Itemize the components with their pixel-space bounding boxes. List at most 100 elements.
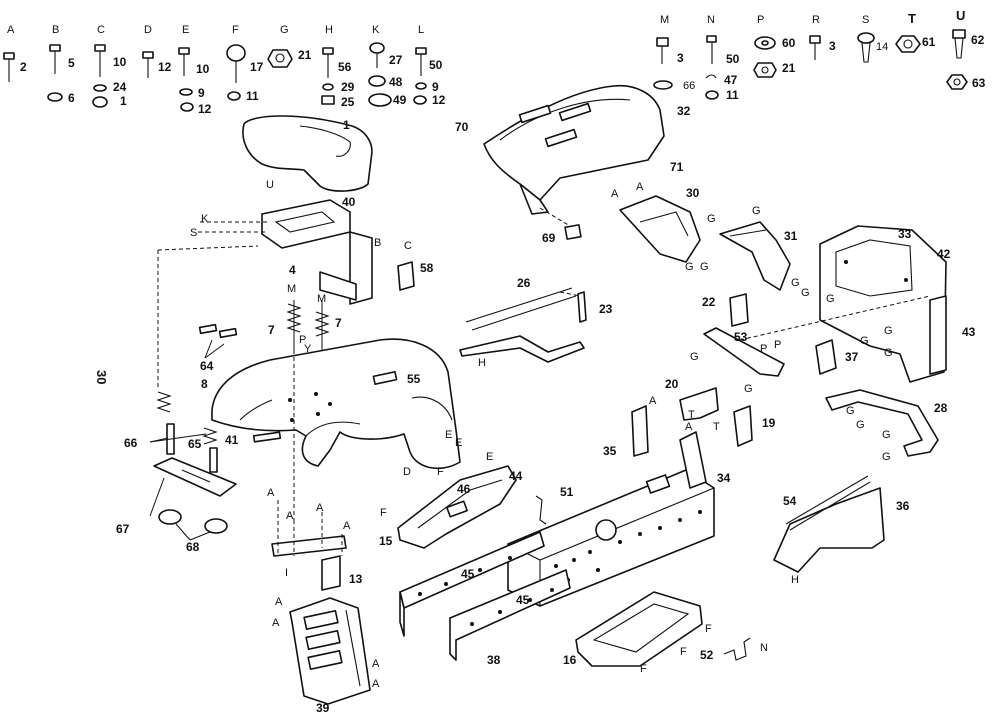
- hardware-letter-S: S: [862, 14, 869, 26]
- callout-13: 13: [349, 572, 363, 586]
- ref-B: B: [374, 237, 381, 249]
- callout-68: 68: [186, 540, 200, 554]
- callout-28: 28: [934, 401, 948, 415]
- washer-icon: [754, 36, 776, 50]
- callout-37: 23: [599, 302, 613, 316]
- ref-A: A: [267, 487, 275, 499]
- hardware-C-item-3: 1: [120, 94, 127, 108]
- pad: [218, 327, 238, 339]
- ref-G: G: [752, 205, 761, 217]
- page-number: 30: [94, 370, 109, 384]
- callout-45: 45: [461, 567, 475, 581]
- hardware-S-item-1: 14: [876, 41, 888, 53]
- side-rail-lower: [449, 569, 571, 661]
- hardware-F-item-2: 11: [246, 89, 259, 103]
- bracket-58: [397, 261, 415, 291]
- hardware-E-item-3: 12: [198, 102, 212, 116]
- callout-52: 52: [700, 648, 714, 662]
- ref-Y: Y: [304, 343, 312, 355]
- bolt-icon: [809, 35, 821, 60]
- callout-69: 69: [542, 231, 556, 245]
- callout-35: 35: [603, 444, 617, 458]
- lock-washer-icon: [705, 74, 717, 79]
- spring-plate: [319, 271, 357, 301]
- ref-G: G: [846, 405, 855, 417]
- clip-52: [723, 637, 751, 661]
- ref-A: A: [343, 520, 351, 532]
- hardware-letter-F: F: [232, 24, 239, 36]
- hardware-B-item-2: 6: [68, 91, 75, 105]
- callout-46: 46: [457, 482, 471, 496]
- ref-A: A: [275, 596, 283, 608]
- bracket-35: [631, 405, 649, 457]
- ref-U: U: [266, 179, 274, 191]
- ref-P: P: [774, 339, 781, 351]
- seat-mount-bracket: [271, 350, 347, 591]
- hardware-letter-B: B: [52, 24, 59, 36]
- hardware-U-item-1: 62: [971, 33, 985, 47]
- ref-G: G: [791, 277, 800, 289]
- ref-K: K: [201, 213, 209, 225]
- ref-G: G: [882, 429, 891, 441]
- ref-F: F: [380, 507, 387, 519]
- callout-39: 39: [316, 701, 330, 715]
- nut-icon: [895, 35, 921, 53]
- knob-23: [815, 339, 837, 375]
- callout-54: 54: [783, 494, 797, 508]
- side-rail-upper: [399, 531, 545, 637]
- plate-55: [372, 371, 398, 385]
- ref-G: G: [884, 325, 893, 337]
- bracket-34: [679, 431, 707, 489]
- ref-T: T: [688, 409, 695, 421]
- hardware-letter-E: E: [182, 24, 189, 36]
- bracket-20: [679, 387, 719, 421]
- hardware-L-item-3: 12: [432, 93, 446, 107]
- ref-E: E: [486, 451, 493, 463]
- bolt-icon: [3, 52, 15, 82]
- seat-bracket: [198, 199, 351, 249]
- washer-icon: [368, 75, 386, 87]
- bracket-51: [535, 495, 547, 525]
- ref-A: A: [372, 658, 380, 670]
- hardware-letter-G: G: [280, 24, 289, 36]
- spring-left: [286, 300, 302, 350]
- hardware-G-item-1: 21: [298, 48, 312, 62]
- ref-G: G: [700, 261, 709, 273]
- footrest-left: [397, 465, 517, 549]
- callout-7: 7: [268, 323, 275, 337]
- spring-plate-67: [153, 457, 237, 497]
- bolt-icon: [142, 51, 154, 78]
- spacer: [209, 447, 218, 473]
- hardware-H-item-3: 25: [341, 95, 355, 109]
- callout-26: 53: [734, 330, 748, 344]
- ref-H: H: [478, 357, 486, 369]
- ref-G: G: [882, 451, 891, 463]
- hardware-D-item-1: 12: [158, 60, 172, 74]
- footrest-rail: [825, 389, 939, 457]
- ref-G: G: [744, 383, 753, 395]
- ref-T: T: [713, 421, 720, 433]
- ref-S: S: [190, 227, 197, 239]
- washer-icon: [93, 84, 107, 92]
- callout-30: 30: [686, 186, 700, 200]
- callout-64: 64: [200, 359, 214, 373]
- callout-23: 37: [845, 350, 859, 364]
- hardware-letter-U: U: [956, 8, 965, 23]
- callout-36: 36: [896, 499, 910, 513]
- nut-icon: [705, 90, 719, 100]
- callout-45: 45: [516, 593, 530, 607]
- ref-A: A: [649, 395, 657, 407]
- hardware-R-item-1: 3: [829, 39, 836, 53]
- clip-37: [577, 291, 587, 323]
- bumper: [204, 518, 228, 534]
- hardware-C-item-1: 10: [113, 55, 127, 69]
- hardware-T-item-1: 61: [922, 35, 936, 49]
- hardware-N-item-2: 47: [724, 73, 738, 87]
- bolt-icon: [952, 29, 966, 59]
- hood-bracket: [619, 195, 701, 263]
- ref-F: F: [705, 623, 712, 635]
- ref-C: C: [404, 240, 412, 252]
- hardware-E-item-2: 9: [198, 86, 205, 100]
- hardware-C-item-2: 24: [113, 80, 127, 94]
